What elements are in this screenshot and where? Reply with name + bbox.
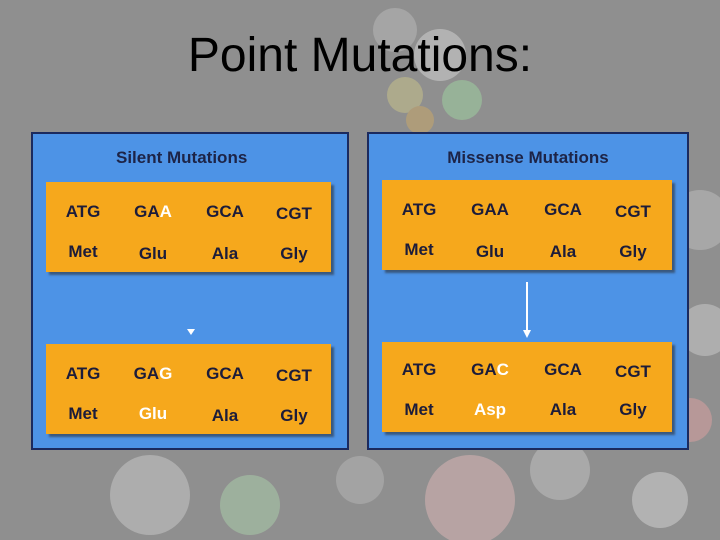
missense-original-card: ATG GAA GCA CGT Met Glu Ala Gly — [382, 180, 672, 270]
missense-panel-title: Missense Mutations — [447, 148, 609, 167]
codon: ATG — [65, 364, 101, 383]
silent-arrow — [187, 329, 195, 335]
silent-mutations-panel: Silent Mutations ATG GAA GCA CGT Met Glu… — [31, 132, 349, 450]
silent-panel-title: Silent Mutations — [116, 148, 248, 167]
codon: ATG — [401, 200, 437, 219]
codon: ATG — [65, 202, 101, 221]
mutated-base: G — [159, 364, 173, 383]
silent-original-card: ATG GAA GCA CGT Met Glu Ala Gly — [46, 182, 331, 272]
amino-acid: Met — [68, 404, 98, 423]
amino-acid: Ala — [549, 400, 577, 419]
codon-mutated: GAC — [471, 360, 509, 379]
slide-title: Point Mutations: — [187, 29, 533, 82]
mutated-base: C — [496, 360, 509, 379]
amino-acid: Met — [404, 400, 434, 419]
codon: GCA — [544, 360, 582, 379]
codon: GCA — [544, 200, 582, 219]
missense-mutations-panel: Missense Mutations ATG GAA GCA CGT Met G… — [367, 132, 689, 450]
amino-acid: Asp — [473, 400, 507, 419]
mutated-base: A — [159, 202, 172, 221]
codon-mutated: GAA — [134, 202, 172, 221]
silent-mutated-card: ATG GAG GCA CGT Met Glu Ala Gly — [46, 344, 331, 434]
missense-mutated-card: ATG GAC GCA CGT Met Asp Ala Gly — [382, 342, 672, 432]
amino-acid: Ala — [549, 242, 577, 261]
codon: GCA — [206, 364, 244, 383]
amino-acid: Gly — [619, 242, 647, 261]
codon: CGT — [276, 366, 312, 385]
amino-acid: Glu — [138, 404, 168, 423]
amino-acid: Met — [68, 242, 98, 261]
amino-acid: Ala — [211, 244, 239, 263]
amino-acid: Ala — [211, 406, 239, 425]
amino-acid: Gly — [280, 406, 308, 425]
codon: CGT — [615, 362, 651, 381]
codon: GCA — [206, 202, 244, 221]
codon: ATG — [401, 360, 437, 379]
amino-acid: Gly — [280, 244, 308, 263]
codon: GAA — [471, 200, 509, 219]
codon: CGT — [615, 202, 651, 221]
amino-acid: Glu — [138, 244, 168, 263]
missense-arrow-head — [523, 330, 531, 338]
missense-arrow-line — [526, 282, 528, 332]
amino-acid: Glu — [475, 242, 505, 261]
codon-mutated: GAG — [133, 364, 173, 383]
amino-acid: Met — [404, 240, 434, 259]
codon: CGT — [276, 204, 312, 223]
amino-acid: Gly — [619, 400, 647, 419]
